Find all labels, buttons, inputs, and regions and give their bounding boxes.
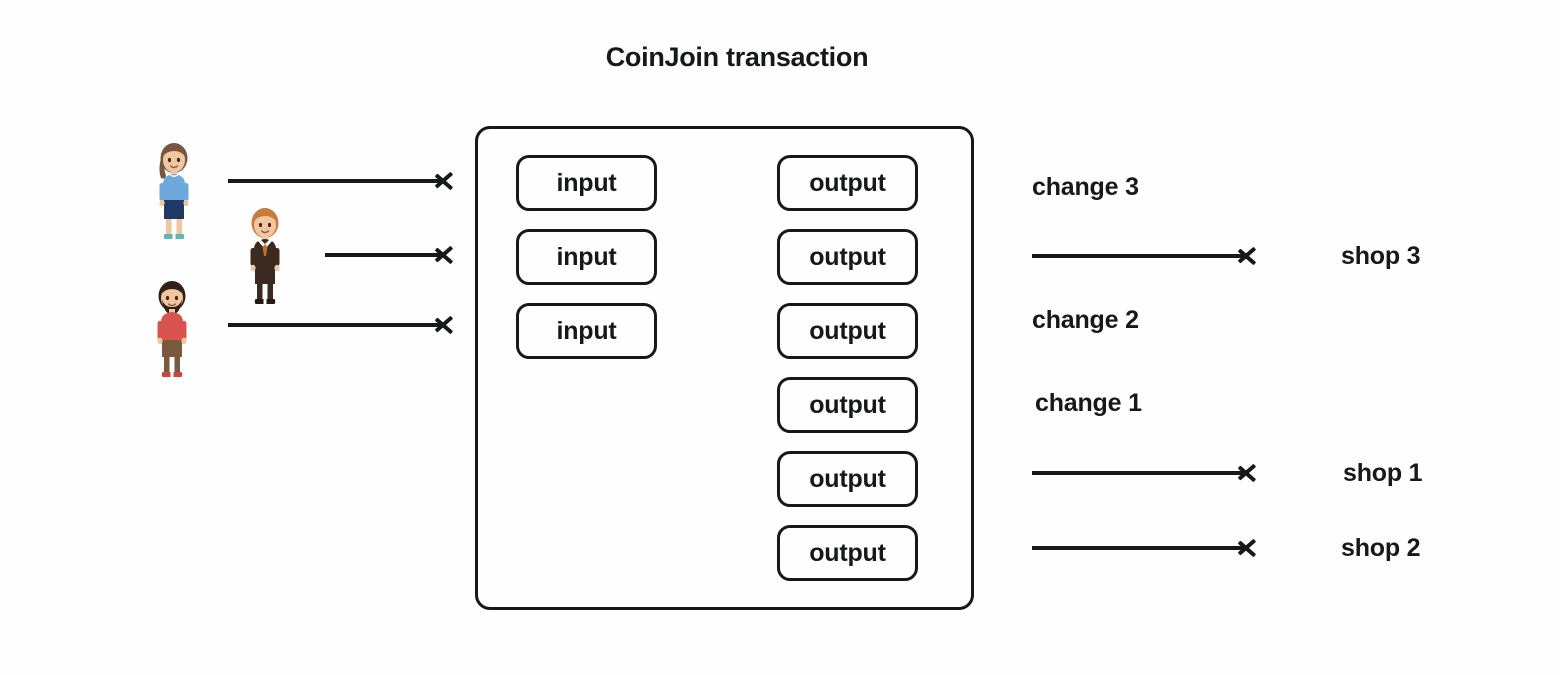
output-box-4: output bbox=[777, 377, 918, 433]
woman-participant-figure bbox=[159, 143, 189, 239]
input-box-label: input bbox=[556, 168, 617, 197]
output-box-5: output bbox=[777, 451, 918, 507]
destination-label-2: shop 1 bbox=[1343, 459, 1423, 487]
change-label-3: change 1 bbox=[1035, 389, 1142, 417]
input-arrow-2 bbox=[325, 244, 455, 266]
output-box-1: output bbox=[777, 155, 918, 211]
arrow-head-icon bbox=[1238, 462, 1260, 484]
arrow-head-icon bbox=[435, 170, 457, 192]
arrow-shaft bbox=[1032, 471, 1244, 475]
arrow-head-icon bbox=[1238, 537, 1260, 559]
arrow-shaft bbox=[325, 253, 441, 257]
output-box-label: output bbox=[809, 242, 886, 271]
output-box-3: output bbox=[777, 303, 918, 359]
bearded-man-participant bbox=[150, 276, 194, 385]
arrow-head-icon bbox=[435, 244, 457, 266]
bearded-man-participant-figure bbox=[157, 281, 187, 377]
arrow-head-icon bbox=[1238, 245, 1260, 267]
arrow-shaft bbox=[1032, 254, 1244, 258]
shop-arrow-2 bbox=[1032, 537, 1258, 559]
arrow-shaft bbox=[228, 323, 441, 327]
woman-participant bbox=[152, 138, 196, 247]
output-box-6: output bbox=[777, 525, 918, 581]
change-label-2: change 2 bbox=[1032, 306, 1139, 334]
businessman-participant-figure bbox=[250, 208, 280, 304]
output-box-label: output bbox=[809, 464, 886, 493]
change-label-1: change 3 bbox=[1032, 173, 1139, 201]
businessman-participant bbox=[243, 203, 287, 312]
shop-arrow-3 bbox=[1032, 245, 1258, 267]
destination-label-3: shop 2 bbox=[1341, 534, 1421, 562]
arrow-shaft bbox=[228, 179, 441, 183]
output-box-label: output bbox=[809, 316, 886, 345]
output-box-label: output bbox=[809, 538, 886, 567]
arrow-shaft bbox=[1032, 546, 1244, 550]
arrow-head-icon bbox=[435, 314, 457, 336]
input-box-2: input bbox=[516, 229, 657, 285]
destination-label-1: shop 3 bbox=[1341, 242, 1421, 270]
input-arrow-3 bbox=[228, 314, 455, 336]
input-arrow-1 bbox=[228, 170, 455, 192]
input-box-label: input bbox=[556, 316, 617, 345]
output-box-label: output bbox=[809, 168, 886, 197]
input-box-3: input bbox=[516, 303, 657, 359]
output-box-label: output bbox=[809, 390, 886, 419]
output-box-2: output bbox=[777, 229, 918, 285]
shop-arrow-1 bbox=[1032, 462, 1258, 484]
page-title: CoinJoin transaction bbox=[605, 42, 869, 72]
input-box-label: input bbox=[556, 242, 617, 271]
input-box-1: input bbox=[516, 155, 657, 211]
